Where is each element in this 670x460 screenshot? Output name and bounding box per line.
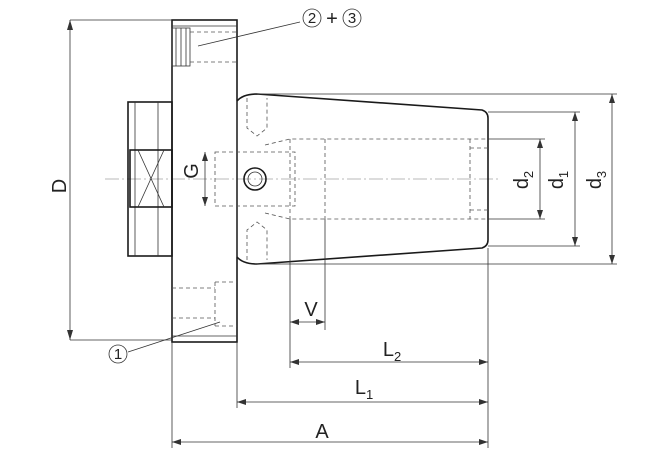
callout-number-2: 2: [308, 10, 316, 27]
callout-1: [108, 321, 221, 364]
dimension-g: [202, 152, 208, 206]
lower-flange-bolt: [172, 281, 237, 327]
callout-2-3: [197, 8, 362, 47]
dimension-d: [67, 19, 172, 341]
dimension-v: [289, 219, 326, 330]
label-a: A: [315, 421, 329, 443]
callout-plus: +: [326, 8, 338, 30]
set-screw: [243, 167, 267, 191]
label-l2: L2: [383, 339, 401, 364]
upper-flange-bolt: [171, 27, 237, 67]
label-d2: d2: [511, 171, 536, 189]
tapered-body: [236, 93, 489, 265]
dimension-d1: [488, 111, 580, 247]
callout-number-1: 1: [114, 346, 122, 363]
flange: [171, 19, 238, 343]
label-d: D: [49, 179, 71, 193]
callout-number-3: 3: [348, 10, 356, 27]
dimension-a: [171, 342, 488, 448]
label-d1: d1: [546, 171, 571, 189]
label-g: G: [181, 163, 203, 179]
dimension-d2: [488, 138, 545, 220]
radial-holes: [246, 98, 268, 260]
dimension-d3: [257, 93, 617, 265]
label-l1: L1: [355, 377, 373, 402]
inner-bore: [214, 138, 488, 220]
label-d3: d3: [584, 171, 609, 189]
label-v: V: [304, 299, 318, 321]
dimension-l2: [289, 248, 489, 448]
dimension-l1: [236, 342, 488, 408]
